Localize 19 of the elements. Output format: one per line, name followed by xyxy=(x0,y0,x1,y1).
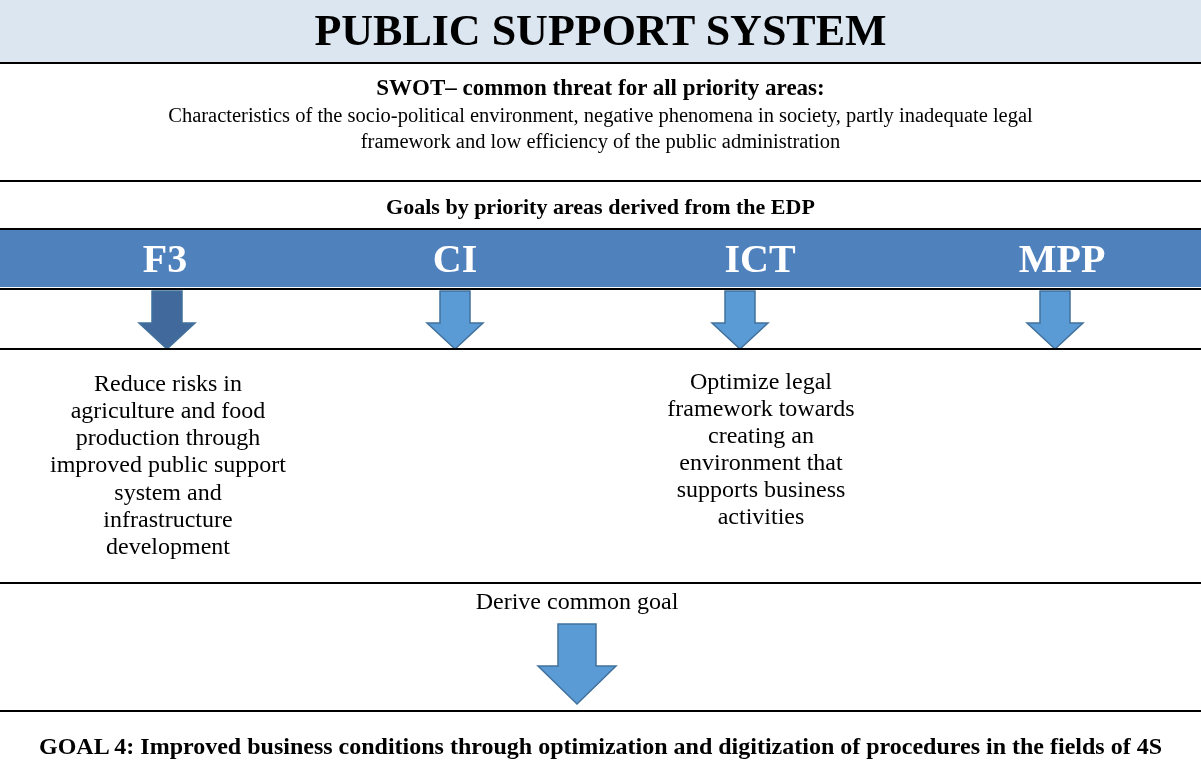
priority-band xyxy=(0,230,1201,287)
goal-text: GOAL 4: Improved business conditions through optimization and digitization of procedures in the fields of 4S xyxy=(20,712,1181,780)
block-arrow xyxy=(1025,290,1085,351)
description-text: Characteristics of the socio-political environment, negative phenomena in society, partly inadequate legal framework and low efficiency of the public administration xyxy=(167,103,1034,155)
section-heading: Goals by priority areas derived from the EDP xyxy=(385,193,816,221)
goal-description: Reduce risks in agriculture and food production through improved public support system and infrastructure development xyxy=(50,350,286,580)
block-arrow xyxy=(425,290,485,351)
block-arrow xyxy=(710,290,770,351)
header-band xyxy=(0,0,1201,62)
goal-description: MPP xyxy=(980,230,1144,287)
heading: PUBLIC SUPPORT SYSTEM xyxy=(314,6,887,56)
goal-description: Optimize legal framework towards creating an environment that supports business activities xyxy=(645,350,877,548)
block-arrow xyxy=(137,290,197,351)
goal-description: ICT xyxy=(680,230,840,287)
section-heading: SWOT– common threat for all priority areas: xyxy=(375,74,826,102)
block-arrow xyxy=(536,623,618,706)
goal-description: CI xyxy=(380,230,530,287)
goal-description: F3 xyxy=(90,230,240,287)
goal-description: Derive common goal xyxy=(377,586,777,616)
